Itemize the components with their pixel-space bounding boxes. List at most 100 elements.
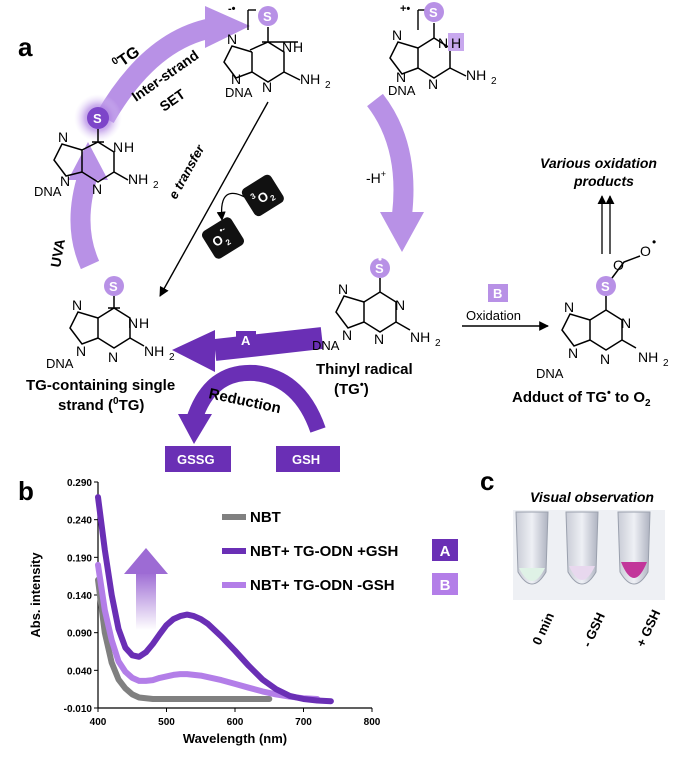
x-tick-label: 700 [295, 717, 312, 728]
radical-cation-charge: +• [400, 3, 410, 15]
badge-b [488, 284, 508, 302]
x-axis-label: Wavelength (nm) [183, 731, 287, 746]
svg-text:NH: NH [144, 343, 164, 359]
triplet-oxygen-tile: 3 O 2 [241, 174, 284, 217]
y-tick-label: 0.090 [67, 629, 92, 640]
tg-single-strand-label-2: strand (0TG) [58, 396, 144, 414]
gssg-box [165, 446, 231, 472]
chart-legend: NBT NBT+ TG-ODN +GSH A NBT+ TG-ODN -GSH B [222, 509, 458, 595]
svg-text:N: N [58, 129, 68, 145]
molecule-radical-anion: -• S N N H N N NH 2 DNA [223, 3, 331, 100]
oxidation-label: Oxidation [466, 308, 521, 323]
svg-text:H: H [293, 39, 303, 55]
svg-text:NH: NH [638, 349, 658, 365]
tube-0-min [515, 511, 549, 585]
svg-text:2: 2 [269, 193, 278, 203]
svg-text:2: 2 [224, 237, 233, 247]
svg-text:N: N [342, 327, 352, 343]
molecule-adduct: S O O • N N N N NH 2 DNA [536, 235, 669, 381]
svg-text:N: N [113, 139, 123, 155]
e-transfer-label: e transfer [166, 142, 208, 202]
y-axis-label: Abs. intensity [28, 552, 43, 638]
svg-text:3: 3 [249, 191, 258, 201]
electron-transfer-arrow [159, 101, 269, 297]
legend-label: NBT+ TG-ODN -GSH [250, 577, 395, 594]
series-line-0 [95, 576, 273, 702]
tube-label-1: 0 min [529, 610, 557, 647]
panel-b-letter: b [18, 476, 34, 506]
gssg-label: GSSG [177, 452, 215, 467]
svg-text:O: O [613, 257, 624, 273]
molecule-radical-cation: +• S N H N N N NH 2 DNA [388, 2, 497, 98]
svg-text:DNA: DNA [388, 83, 416, 98]
cycle-arrows [68, 6, 424, 444]
svg-text:N: N [568, 345, 578, 361]
svg-text:N: N [92, 181, 102, 197]
gsh-box [276, 446, 340, 472]
increase-arrow-shaft [136, 572, 156, 630]
tube-label-3: + GSH [633, 607, 663, 649]
svg-text:DNA: DNA [225, 85, 253, 100]
y-tick-label: -0.010 [64, 704, 93, 715]
series-line-1 [95, 561, 321, 702]
tubes-photo [513, 510, 665, 600]
x-tick-label: 600 [227, 717, 244, 728]
svg-text:N: N [374, 331, 384, 347]
sulfur-badge [258, 6, 278, 26]
legend-badge-label: B [440, 577, 451, 594]
svg-text:N: N [392, 27, 402, 43]
svg-text:N: N [227, 31, 237, 47]
svg-text:S: S [375, 261, 384, 276]
svg-text:2: 2 [325, 80, 331, 91]
svg-text:A: A [241, 333, 251, 348]
svg-text:N: N [60, 173, 70, 189]
svg-text:N: N [108, 349, 118, 365]
svg-text:S: S [263, 9, 272, 24]
legend-label: NBT+ TG-ODN +GSH [250, 543, 398, 560]
legend-badge [432, 573, 458, 595]
y-tick-label: 0.190 [67, 553, 92, 564]
svg-text:B: B [493, 286, 502, 301]
visual-observation-title: Visual observation [530, 489, 654, 505]
svg-text:DNA: DNA [536, 366, 564, 381]
svg-text:N: N [600, 351, 610, 367]
svg-text:•-: •- [217, 224, 227, 235]
tube-minus-gsh-solution [569, 566, 595, 580]
increase-arrow-head [124, 548, 168, 574]
legend-label: NBT [250, 509, 281, 526]
y-tick-label: 0.040 [67, 666, 92, 677]
badge-a [236, 331, 256, 349]
svg-text:•: • [652, 235, 656, 249]
tg-single-strand-label-1: TG-containing single [26, 377, 175, 394]
adduct-label: Adduct of TG• to O2 [512, 387, 651, 409]
superoxide-tile: O 2 •- [201, 217, 245, 259]
y-tick-label: 0.290 [67, 478, 92, 489]
uva-label: UVA [47, 238, 68, 269]
svg-text:N: N [282, 39, 292, 55]
svg-text:S: S [109, 279, 118, 294]
svg-text:NH: NH [466, 67, 486, 83]
reduction-label: Reduction [207, 385, 282, 417]
svg-text:2: 2 [491, 76, 497, 87]
svg-text:NH: NH [128, 171, 148, 187]
svg-text:2: 2 [435, 338, 441, 349]
x-tick-label: 500 [158, 717, 175, 728]
svg-text:N: N [396, 69, 406, 85]
svg-text:H: H [139, 315, 149, 331]
thinyl-label-2: (TG•) [334, 379, 369, 398]
svg-text:H: H [451, 35, 461, 51]
legend-badge-label: A [440, 543, 451, 560]
legend-badge [432, 539, 458, 561]
svg-text:2: 2 [663, 358, 669, 369]
svg-text:DNA: DNA [34, 184, 62, 199]
gsh-label: GSH [292, 452, 320, 467]
svg-text:2: 2 [169, 352, 175, 363]
x-tick-label: 800 [364, 717, 381, 728]
svg-text:NH: NH [300, 71, 320, 87]
panel-a-letter: a [18, 32, 33, 62]
svg-text:N: N [564, 299, 574, 315]
set-label: SET [157, 85, 189, 114]
svg-text:H: H [124, 139, 134, 155]
